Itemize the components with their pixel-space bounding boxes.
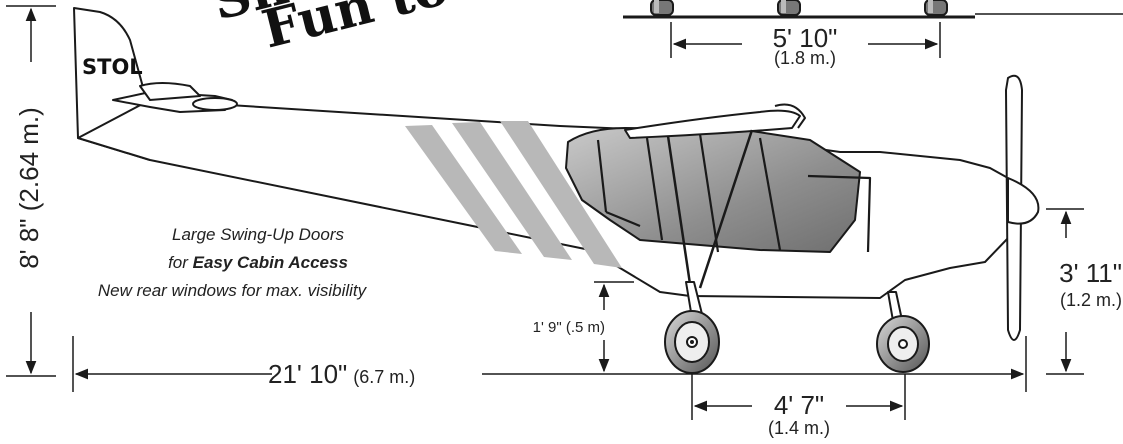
wheelbase-dimension-metric: (1.4 m.) <box>768 418 830 438</box>
doors-callout-line2: for Easy Cabin Access <box>168 253 348 272</box>
prop-height-dimension-line <box>1046 208 1084 375</box>
nose-wheel <box>876 315 930 373</box>
ground-clearance-dimension <box>594 281 634 373</box>
ground-clearance-label: 1' 9" (.5 m) <box>533 319 605 336</box>
prop-height-dimension-label: 3' 11" <box>1059 258 1122 288</box>
height-dimension-line <box>6 5 56 377</box>
track-dimension-metric: (1.8 m.) <box>774 48 836 68</box>
prop-height-dimension-metric: (1.2 m.) <box>1060 290 1122 310</box>
brand-text-bottom: Fun to <box>256 0 454 61</box>
doors-callout-line1: Large Swing-Up Doors <box>172 225 344 244</box>
wing-profile <box>624 109 801 139</box>
track-dimension-label: 5' 10" <box>773 23 838 53</box>
brand-lettering: Sh Fun to <box>206 0 454 61</box>
length-dimension-label: 21' 10"(6.7 m.) <box>268 359 415 389</box>
top-gear-wheel-left <box>650 0 674 16</box>
tail-stol-badge: STOL <box>82 55 143 79</box>
height-dimension-label: 8' 8" (2.64 m.) <box>14 107 44 269</box>
wheelbase-dimension-label: 4' 7" <box>774 390 824 420</box>
fuselage-stripes <box>405 121 622 268</box>
main-wheel <box>664 310 720 374</box>
length-dimension-line <box>72 336 1027 392</box>
wing-struts <box>666 129 754 289</box>
top-gear-wheel-right <box>924 0 948 16</box>
top-gear-wheel-center <box>777 0 801 16</box>
propeller <box>1005 74 1040 341</box>
wheelbase-dimension-line <box>691 374 906 420</box>
windows-callout: New rear windows for max. visibility <box>98 281 368 300</box>
top-view-gear-fragment <box>623 0 1123 58</box>
airplane-side-view <box>73 7 1040 341</box>
